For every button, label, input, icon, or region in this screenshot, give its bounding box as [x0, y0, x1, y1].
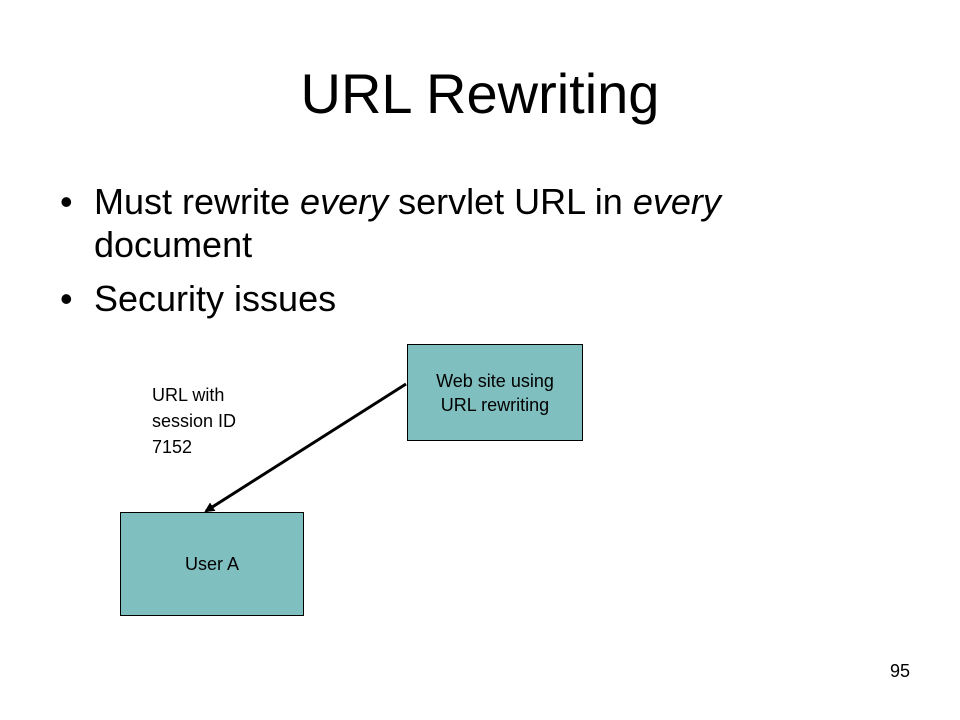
- user-a-box-label: User A: [184, 554, 240, 574]
- bullet-1-part-3: servlet URL in: [388, 181, 633, 222]
- bullet-1-part-4: every: [632, 181, 721, 222]
- bullet-item-2: Security issues: [60, 277, 880, 320]
- bullet-2-part-1: Security issues: [94, 278, 337, 319]
- bullet-1-part-1: Must rewrite: [94, 181, 301, 222]
- web-site-box: Web site using URL rewriting: [407, 344, 583, 441]
- page-number: 95: [889, 661, 910, 681]
- user-a-box: User A: [120, 512, 304, 616]
- bullet-list: Must rewrite every servlet URL in every …: [60, 180, 880, 331]
- bullet-item-1: Must rewrite every servlet URL in every …: [60, 180, 880, 266]
- arrow-label: URL with session ID 7152: [152, 385, 237, 457]
- web-site-box-label: Web site using URL rewriting: [436, 370, 554, 415]
- bullet-1-part-2: every: [300, 181, 389, 222]
- slide-title: URL Rewriting: [300, 62, 660, 125]
- bullet-1-part-5: document: [94, 224, 253, 265]
